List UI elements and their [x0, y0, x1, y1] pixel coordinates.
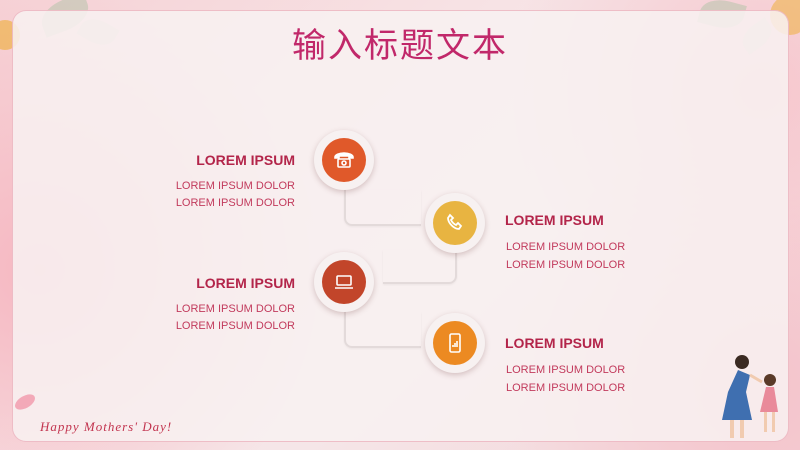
laptop-icon — [335, 275, 353, 289]
item-2-line-2: LOREM IPSUM DOLOR — [506, 259, 626, 271]
step-3-node — [314, 252, 374, 312]
phone-handset-icon — [447, 213, 463, 230]
item-4-line-2: LOREM IPSUM DOLOR — [506, 382, 626, 394]
connector-2-3 — [383, 250, 457, 284]
step-1-node — [314, 130, 374, 190]
item-4-line-1: LOREM IPSUM DOLOR — [506, 364, 626, 376]
mother-child-illustration — [722, 355, 778, 438]
telephone-icon — [334, 152, 354, 168]
step-2-node — [425, 193, 485, 253]
tablet-chart-icon — [449, 333, 461, 353]
item-3-line-2: LOREM IPSUM DOLOR — [175, 320, 295, 332]
item-3-heading: LOREM IPSUM — [196, 275, 295, 291]
item-3-line-1: LOREM IPSUM DOLOR — [175, 303, 295, 315]
connector-3-4 — [344, 312, 421, 348]
item-1-line-1: LOREM IPSUM DOLOR — [175, 180, 295, 192]
slide-title: 输入标题文本 — [292, 26, 508, 66]
item-1-line-2: LOREM IPSUM DOLOR — [175, 197, 295, 209]
footer-caption: Happy Mothers' Day! — [40, 419, 173, 434]
item-2-heading: LOREM IPSUM — [505, 212, 604, 228]
content-card — [12, 10, 789, 442]
item-4-heading: LOREM IPSUM — [505, 335, 604, 351]
connector-1-2 — [344, 190, 421, 226]
item-2-line-1: LOREM IPSUM DOLOR — [506, 241, 626, 253]
step-4-node — [425, 313, 485, 373]
item-1-heading: LOREM IPSUM — [196, 152, 295, 168]
